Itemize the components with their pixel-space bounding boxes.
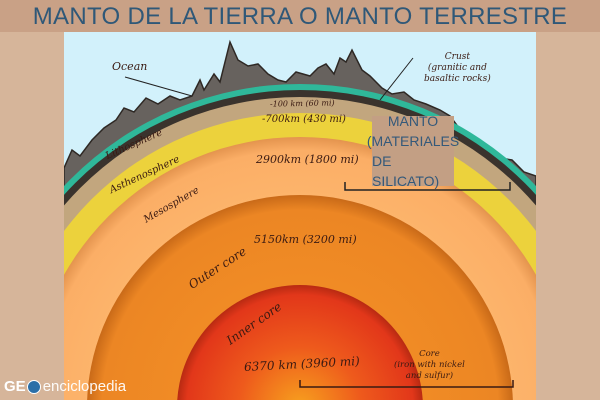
crust-label-line1: Crust	[444, 52, 470, 62]
mantle-bracket	[344, 182, 511, 191]
core-label-line2: (iron with nickel	[394, 360, 465, 370]
core-label-line3: and sulfur)	[405, 371, 454, 381]
globe-icon	[26, 379, 41, 394]
depth-100-label: -100 km (60 mi)	[269, 98, 335, 109]
core-label: Core (iron with nickel and sulfur)	[394, 349, 465, 382]
earth-diagram	[64, 32, 536, 400]
earth-layers-illustration	[64, 39, 536, 400]
mantle-callout-line3: DE SILICATO)	[372, 153, 440, 189]
inner-core-layer	[177, 285, 423, 400]
page-title: MANTO DE LA TIERRA O MANTO TERRESTRE	[32, 3, 568, 30]
mantle-callout-line2: (MATERIALES	[366, 133, 460, 149]
mantle-callout-line1: MANTO	[387, 113, 439, 129]
depth-2900-label: 2900km (1800 mi)	[256, 153, 359, 166]
crust-label: Crust (granitic and basaltic rocks)	[424, 52, 491, 85]
mantle-callout-box: MANTO (MATERIALES DE SILICATO)	[367, 113, 459, 189]
title-bar: MANTO DE LA TIERRA O MANTO TERRESTRE	[0, 0, 600, 32]
core-bracket	[299, 380, 514, 388]
depth-5150-label: 5150km (3200 mi)	[254, 233, 357, 246]
ocean-pointer-line	[124, 76, 193, 97]
geoenciclopedia-logo: GE enciclopedia	[4, 378, 126, 395]
logo-rest-text: enciclopedia	[42, 378, 127, 395]
ocean-label: Ocean	[112, 60, 148, 73]
core-label-line1: Core	[419, 349, 440, 359]
logo-geo-text: GE	[4, 378, 26, 395]
crust-label-line3: basaltic rocks)	[424, 74, 491, 84]
depth-700-label: -700km (430 mi)	[262, 114, 346, 125]
crust-label-line2: (granitic and	[427, 63, 487, 73]
crust-pointer-line	[379, 57, 414, 101]
